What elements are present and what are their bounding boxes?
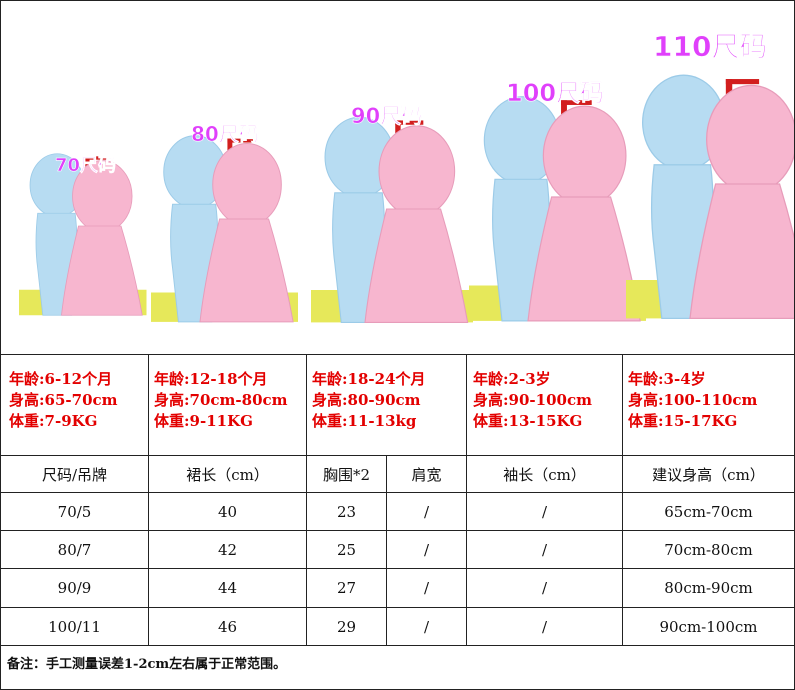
table-cell: /: [541, 502, 548, 521]
table-cell: /: [423, 617, 430, 636]
table-cell: 80/7: [57, 540, 92, 559]
table-cell: 70cm-80cm: [664, 540, 753, 559]
table-cell: /: [541, 579, 548, 597]
size-tag-90: 90尺码: [351, 104, 422, 128]
table-cell: /: [541, 540, 548, 559]
divider: [622, 455, 623, 645]
height-text: 身高:100-110cm: [628, 391, 758, 409]
age-text: 年龄:18-24个月: [312, 370, 426, 388]
divider: [1, 530, 794, 531]
size-info-90: 年龄:18-24个月 身高:80-90cm 体重:11-13kg: [312, 369, 426, 432]
size-info-110: 年龄:3-4岁 身高:100-110cm 体重:15-17KG: [628, 369, 757, 432]
kid-illustration-80: [150, 135, 299, 323]
table-cell: /: [541, 617, 548, 636]
divider: [1, 645, 794, 646]
weight-text: 体重:15-17KG: [628, 412, 738, 430]
height-text: 身高:65-70cm: [9, 391, 118, 409]
height-text: 身高:90-100cm: [473, 391, 592, 409]
age-text: 年龄:3-4岁: [628, 370, 706, 388]
table-cell: /: [423, 579, 430, 597]
weight-text: 体重:11-13kg: [312, 412, 417, 430]
table-cell: 25: [336, 540, 357, 559]
divider: [306, 354, 307, 455]
divider: [1, 492, 794, 493]
table-cell: 90cm-100cm: [659, 617, 758, 636]
divider: [1, 455, 794, 456]
table-cell: /: [423, 502, 430, 521]
table-cell: 100/11: [48, 617, 101, 636]
header-sleeve: 袖长（cm）: [503, 465, 586, 484]
divider: [306, 455, 307, 645]
divider: [466, 455, 467, 645]
table-cell: 70/5: [57, 502, 92, 521]
table-cell: 65cm-70cm: [664, 502, 753, 521]
size-info-70: 年龄:6-12个月 身高:65-70cm 体重:7-9KG: [9, 369, 118, 432]
weight-text: 体重:7-9KG: [9, 412, 98, 430]
divider: [622, 354, 623, 455]
age-text: 年龄:6-12个月: [9, 370, 113, 388]
header-shoulder: 肩宽: [411, 465, 442, 484]
table-cell: 44: [217, 579, 238, 597]
footnote: 备注：手工测量误差1-2cm左右属于正常范围。: [7, 657, 287, 672]
size-tag-70: 70尺码: [55, 155, 116, 176]
kid-illustration-110: [625, 74, 794, 320]
kid-illustration-90: [310, 116, 474, 323]
table-cell: 27: [336, 579, 357, 597]
divider: [148, 455, 149, 645]
age-text: 年龄:2-3岁: [473, 370, 551, 388]
size-tag-80: 80尺码: [191, 122, 259, 146]
table-cell: 80cm-90cm: [664, 579, 753, 597]
size-tag-100: 100尺码: [506, 79, 604, 107]
divider: [1, 607, 794, 608]
height-text: 身高:70cm-80cm: [154, 391, 288, 409]
age-text: 年龄:12-18个月: [154, 370, 268, 388]
header-size-tag: 尺码/吊牌: [41, 465, 108, 484]
table-cell: 90/9: [57, 579, 92, 597]
table-cell: 42: [217, 540, 238, 559]
divider: [1, 568, 794, 569]
size-illustration-strip: 70尺码 80尺码 90尺码 100尺码 110尺码: [1, 1, 794, 354]
divider: [386, 455, 387, 645]
table-cell: 40: [217, 502, 238, 521]
divider: [148, 354, 149, 455]
header-recommended-height: 建议身高（cm）: [652, 465, 765, 484]
table-cell: 23: [336, 502, 357, 521]
header-dress-length: 裙长（cm）: [186, 465, 269, 484]
kid-illustration-70: [18, 153, 147, 316]
size-tag-110: 110尺码: [653, 30, 767, 63]
table-cell: 46: [217, 617, 238, 636]
header-chest: 胸围*2: [322, 465, 371, 484]
divider: [1, 354, 794, 355]
kid-illustration-100: [468, 96, 647, 322]
height-text: 身高:80-90cm: [312, 391, 421, 409]
size-info-100: 年龄:2-3岁 身高:90-100cm 体重:13-15KG: [473, 369, 592, 432]
table-cell: /: [423, 540, 430, 559]
table-cell: 29: [336, 617, 357, 636]
divider: [466, 354, 467, 455]
weight-text: 体重:9-11KG: [154, 412, 253, 430]
size-info-80: 年龄:12-18个月 身高:70cm-80cm 体重:9-11KG: [154, 369, 288, 432]
weight-text: 体重:13-15KG: [473, 412, 583, 430]
